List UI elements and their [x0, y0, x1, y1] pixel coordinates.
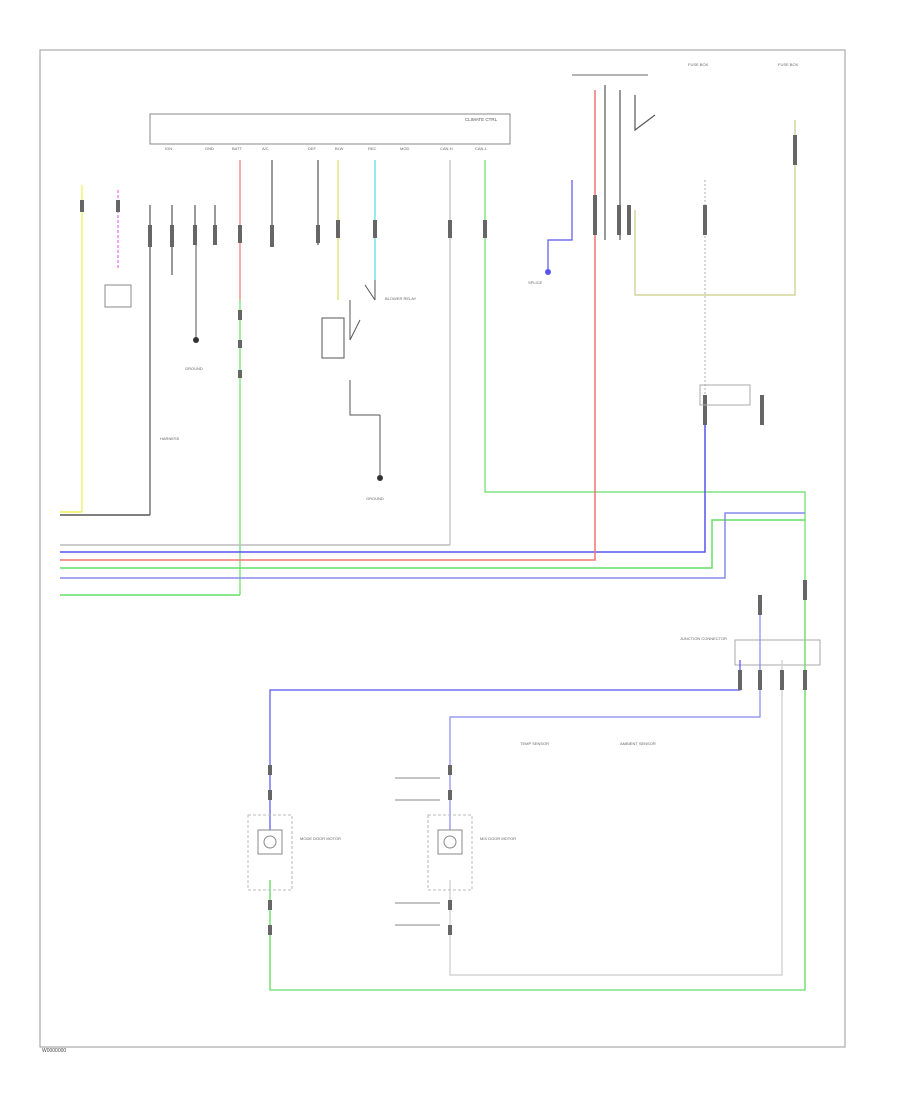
mid-right-connector: [699, 384, 751, 406]
bus-blue-2: [60, 512, 805, 579]
pin-label-9: CAN-H: [440, 146, 453, 151]
temp-sensor-label: TEMP SENSOR: [520, 741, 549, 746]
pin-label-6: BLW: [335, 146, 344, 151]
fuse-box-left-label: FUSE BOX: [688, 62, 709, 67]
pin-label-5: DEF: [308, 146, 317, 151]
splice-label: SPLICE: [528, 280, 543, 285]
pin-label-4: A/C: [262, 146, 269, 151]
motor-left-label: MODE DOOR MOTOR: [300, 836, 341, 841]
wire-blue-short: [547, 180, 573, 270]
module-pin-labels: IGN GND BATT A/C DEF BLW REC MOD CAN-H C…: [165, 146, 488, 151]
diagram-border: [39, 49, 846, 1048]
splice-point-blue: [545, 269, 551, 275]
pin-label-2: GND: [205, 146, 214, 151]
junction-connector-label: JUNCTION CONNECTOR: [680, 636, 727, 641]
motor-left: [247, 814, 293, 891]
right-top: [547, 74, 796, 400]
lower-connector-blobs: [268, 580, 807, 935]
pin-label-7: REC: [368, 146, 377, 151]
connector-blobs-top: [80, 200, 487, 378]
ground-label-2: GROUND: [366, 496, 384, 501]
wire-blue-left-motor: [269, 660, 741, 830]
ground-point-2: [377, 475, 383, 481]
module-title: CLIMATE CTRL: [465, 117, 498, 122]
right-connector-blobs: [593, 135, 797, 425]
horizontal-bus: [60, 90, 805, 596]
footer-code: W0000000: [42, 1048, 66, 1054]
pin-label-1: IGN: [165, 146, 172, 151]
bus-blue-1: [60, 400, 706, 553]
harness-label: HARNESS: [160, 436, 180, 441]
ambient-sensor-label: AMBIENT SENSOR: [620, 741, 656, 746]
bus-red: [60, 90, 596, 561]
component-box-1: [104, 284, 132, 308]
pin-label-10: CAN-L: [475, 146, 488, 151]
switch-right: [634, 95, 656, 132]
junction-connector: [734, 639, 821, 666]
signal-arrows: [395, 777, 440, 926]
pin-label-8: MOD: [400, 146, 409, 151]
motor-right-label: MIX DOOR MOTOR: [480, 836, 516, 841]
pin-label-3: BATT: [232, 146, 242, 151]
relay-symbol: [321, 280, 376, 359]
motor-right: [427, 814, 473, 891]
fuse-box-right-label: FUSE BOX: [778, 62, 799, 67]
wire-gray-right-lower: [449, 660, 783, 976]
lower-wires: [269, 580, 806, 990]
bus-green-1: [60, 519, 805, 569]
relay-label: BLOWER RELAY: [385, 296, 417, 301]
wire-black-relay: [349, 380, 380, 416]
ground-point-1: [193, 337, 199, 343]
climate-control-module: [149, 113, 511, 145]
wire-blue-right-motor: [449, 600, 761, 830]
left-top-wires: [81, 160, 806, 991]
wire-olive-right: [634, 120, 796, 296]
ground-label-1: GROUND: [185, 366, 203, 371]
